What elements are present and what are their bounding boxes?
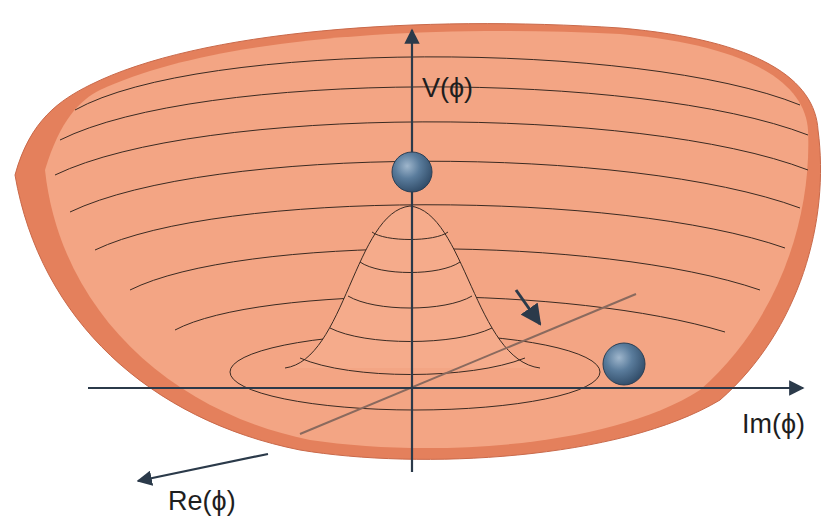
contour — [360, 262, 460, 273]
ball-top — [392, 152, 432, 192]
ball-trough — [603, 343, 645, 385]
v-axis — [411, 30, 413, 472]
contour — [348, 296, 472, 308]
contour — [372, 232, 448, 240]
im-axis — [88, 387, 803, 389]
re-axis — [138, 454, 268, 481]
axis-label: V(ϕ) — [422, 74, 473, 104]
contour — [75, 57, 800, 110]
axis-label: Re(ϕ) — [168, 487, 236, 517]
roll-arrow — [516, 290, 540, 324]
bowl-surface — [45, 31, 808, 448]
bowl-body — [15, 24, 821, 460]
re-axis-back — [300, 294, 636, 434]
axis-label: Im(ϕ) — [742, 410, 805, 440]
